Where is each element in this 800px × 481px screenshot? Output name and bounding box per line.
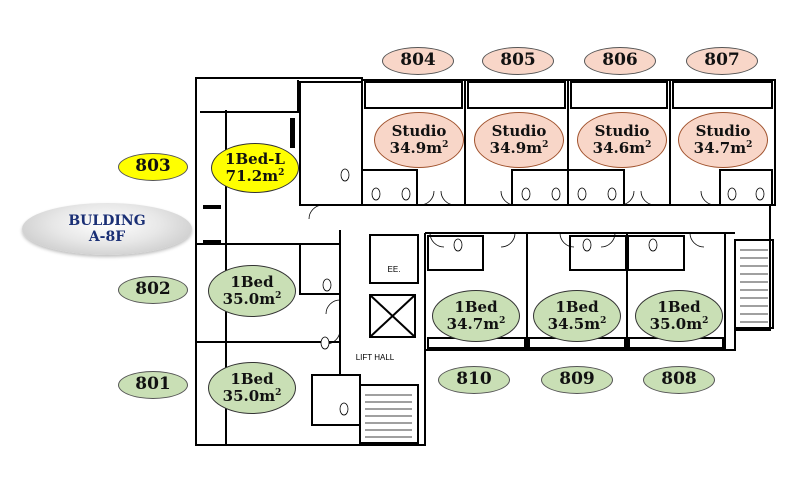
unit-area: 34.5m2 — [547, 315, 607, 333]
balcony-806 — [570, 81, 668, 109]
room-number-803: 803 — [118, 153, 188, 181]
unit-label-809: 1Bed 34.5m2 — [533, 290, 621, 342]
unit-label-801: 1Bed 35.0m2 — [208, 362, 296, 414]
balcony-804 — [364, 81, 463, 109]
unit-area: 71.2m2 — [225, 167, 285, 185]
unit-area: 34.9m2 — [489, 139, 549, 157]
room-number-808: 808 — [643, 366, 715, 394]
room-number-805: 805 — [482, 47, 554, 75]
stair-bottom — [359, 384, 419, 444]
unit-type: Studio — [594, 121, 650, 140]
lift-hall-label: LIFT HALL — [356, 353, 395, 362]
unit-area: 35.0m2 — [222, 290, 282, 308]
unit-label-810: 1Bed 34.7m2 — [432, 290, 520, 342]
bath-802 — [299, 243, 341, 295]
building-label-badge: BULDING A-8F — [22, 203, 192, 255]
room-number-802: 802 — [118, 276, 188, 304]
unit-area: 34.7m2 — [446, 315, 506, 333]
building-label-line2: A-8F — [88, 229, 126, 245]
balcony-805 — [467, 81, 566, 109]
ee-room — [369, 234, 419, 284]
bath-808 — [627, 235, 685, 271]
bath-805 — [511, 169, 569, 206]
unit-label-807: Studio 34.7m2 — [678, 112, 768, 168]
unit-area: 34.6m2 — [592, 139, 652, 157]
building-label-line1: BULDING — [68, 212, 146, 229]
unit-label-802: 1Bed 35.0m2 — [208, 265, 296, 317]
room-number-806: 806 — [584, 47, 656, 75]
room-number-810: 810 — [438, 366, 510, 394]
unit-type: Studio — [391, 121, 447, 140]
room-number-804: 804 — [382, 47, 454, 75]
bath-801 — [311, 374, 361, 426]
unit-label-803: 1Bed-L 71.2m2 — [211, 143, 299, 193]
wall-803-inner — [299, 81, 363, 206]
unit-label-808: 1Bed 35.0m2 — [635, 290, 723, 342]
unit-type: 1Bed-L — [225, 149, 285, 168]
unit-label-804: Studio 34.9m2 — [374, 112, 464, 168]
wall-803 — [200, 80, 299, 113]
unit-area: 34.7m2 — [693, 139, 753, 157]
unit-area: 34.9m2 — [389, 139, 449, 157]
unit-label-806: Studio 34.6m2 — [577, 112, 667, 168]
unit-type: 1Bed — [657, 297, 701, 316]
unit-type: 1Bed — [555, 297, 599, 316]
bath-804 — [361, 169, 418, 206]
ee-label: EE. — [388, 265, 401, 274]
unit-area: 35.0m2 — [649, 315, 709, 333]
bath-807 — [719, 169, 773, 206]
stair-right — [734, 239, 774, 329]
unit-type: 1Bed — [230, 369, 274, 388]
unit-area: 35.0m2 — [222, 387, 282, 405]
unit-type: Studio — [695, 121, 751, 140]
room-number-801: 801 — [118, 371, 188, 399]
bath-809 — [569, 235, 627, 271]
balcony-807 — [672, 81, 773, 109]
bath-810 — [427, 235, 484, 271]
unit-type: 1Bed — [230, 272, 274, 291]
unit-type: Studio — [491, 121, 547, 140]
unit-label-805: Studio 34.9m2 — [474, 112, 564, 168]
room-number-809: 809 — [541, 366, 613, 394]
lift-shaft — [369, 294, 416, 338]
unit-type: 1Bed — [454, 297, 498, 316]
bath-806 — [567, 169, 625, 206]
room-number-807: 807 — [686, 47, 758, 75]
